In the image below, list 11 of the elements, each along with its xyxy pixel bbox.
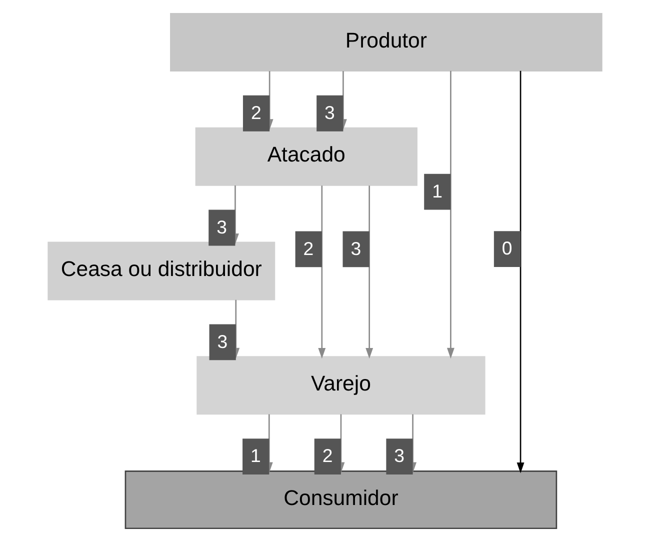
edge-label: 3	[394, 445, 404, 466]
edge-label: 1	[432, 180, 442, 202]
edge-label: 3	[216, 330, 228, 352]
edge-label: 2	[322, 445, 332, 466]
edge-label: 0	[501, 238, 512, 259]
edge-label: 3	[216, 216, 226, 238]
edge-label: 3	[350, 238, 361, 259]
edge-label: 1	[250, 445, 260, 466]
edge-label: 2	[250, 102, 261, 123]
edge-label: 2	[302, 238, 314, 259]
edge-label: 3	[324, 102, 334, 123]
